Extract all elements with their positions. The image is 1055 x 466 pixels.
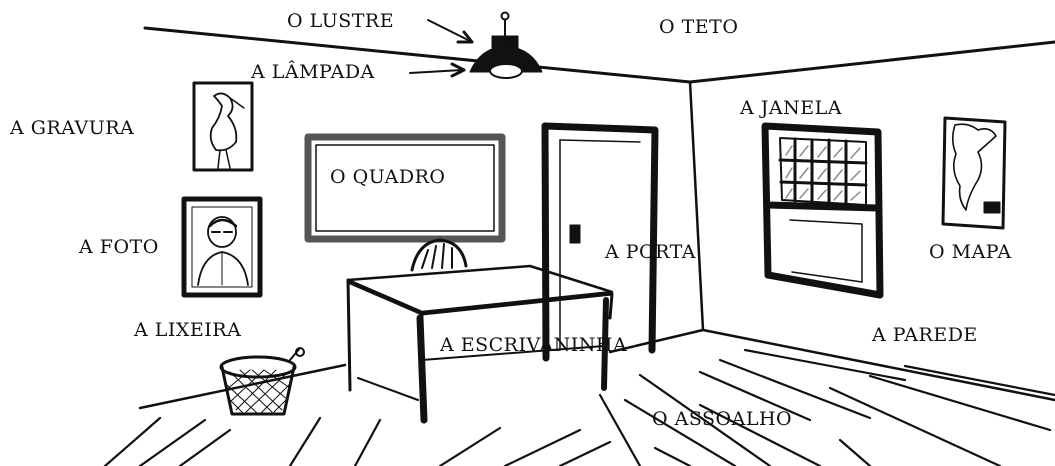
door — [541, 122, 659, 362]
label-lampada: A LÂMPADA — [251, 61, 375, 83]
engraving-frame — [192, 81, 254, 172]
photo-frame — [181, 196, 263, 298]
chair — [410, 238, 468, 272]
label-janela: A JANELA — [740, 97, 842, 119]
wastebasket — [219, 347, 305, 416]
label-lixeira: A LIXEIRA — [134, 319, 242, 341]
wall-corner-line — [688, 80, 705, 332]
label-escrivaninha: A ESCRIVANINHA — [440, 334, 628, 356]
label-lustre: O LUSTRE — [287, 10, 395, 32]
floor-line — [138, 328, 1055, 410]
floorboards — [103, 348, 1055, 466]
map — [941, 116, 1007, 230]
chandelier — [469, 11, 543, 79]
label-teto: O TETO — [659, 16, 739, 38]
label-gravura: A GRAVURA — [10, 117, 135, 139]
window — [761, 122, 884, 299]
label-assoalho: O ASSOALHO — [652, 408, 793, 430]
label-foto: A FOTO — [79, 236, 159, 258]
blackboard — [304, 133, 506, 243]
label-mapa: O MAPA — [929, 241, 1012, 263]
label-quadro: O QUADRO — [330, 166, 446, 188]
label-parede: A PAREDE — [872, 324, 978, 346]
label-porta: A PORTA — [605, 241, 696, 263]
arrows — [409, 19, 474, 78]
desk — [346, 264, 614, 424]
